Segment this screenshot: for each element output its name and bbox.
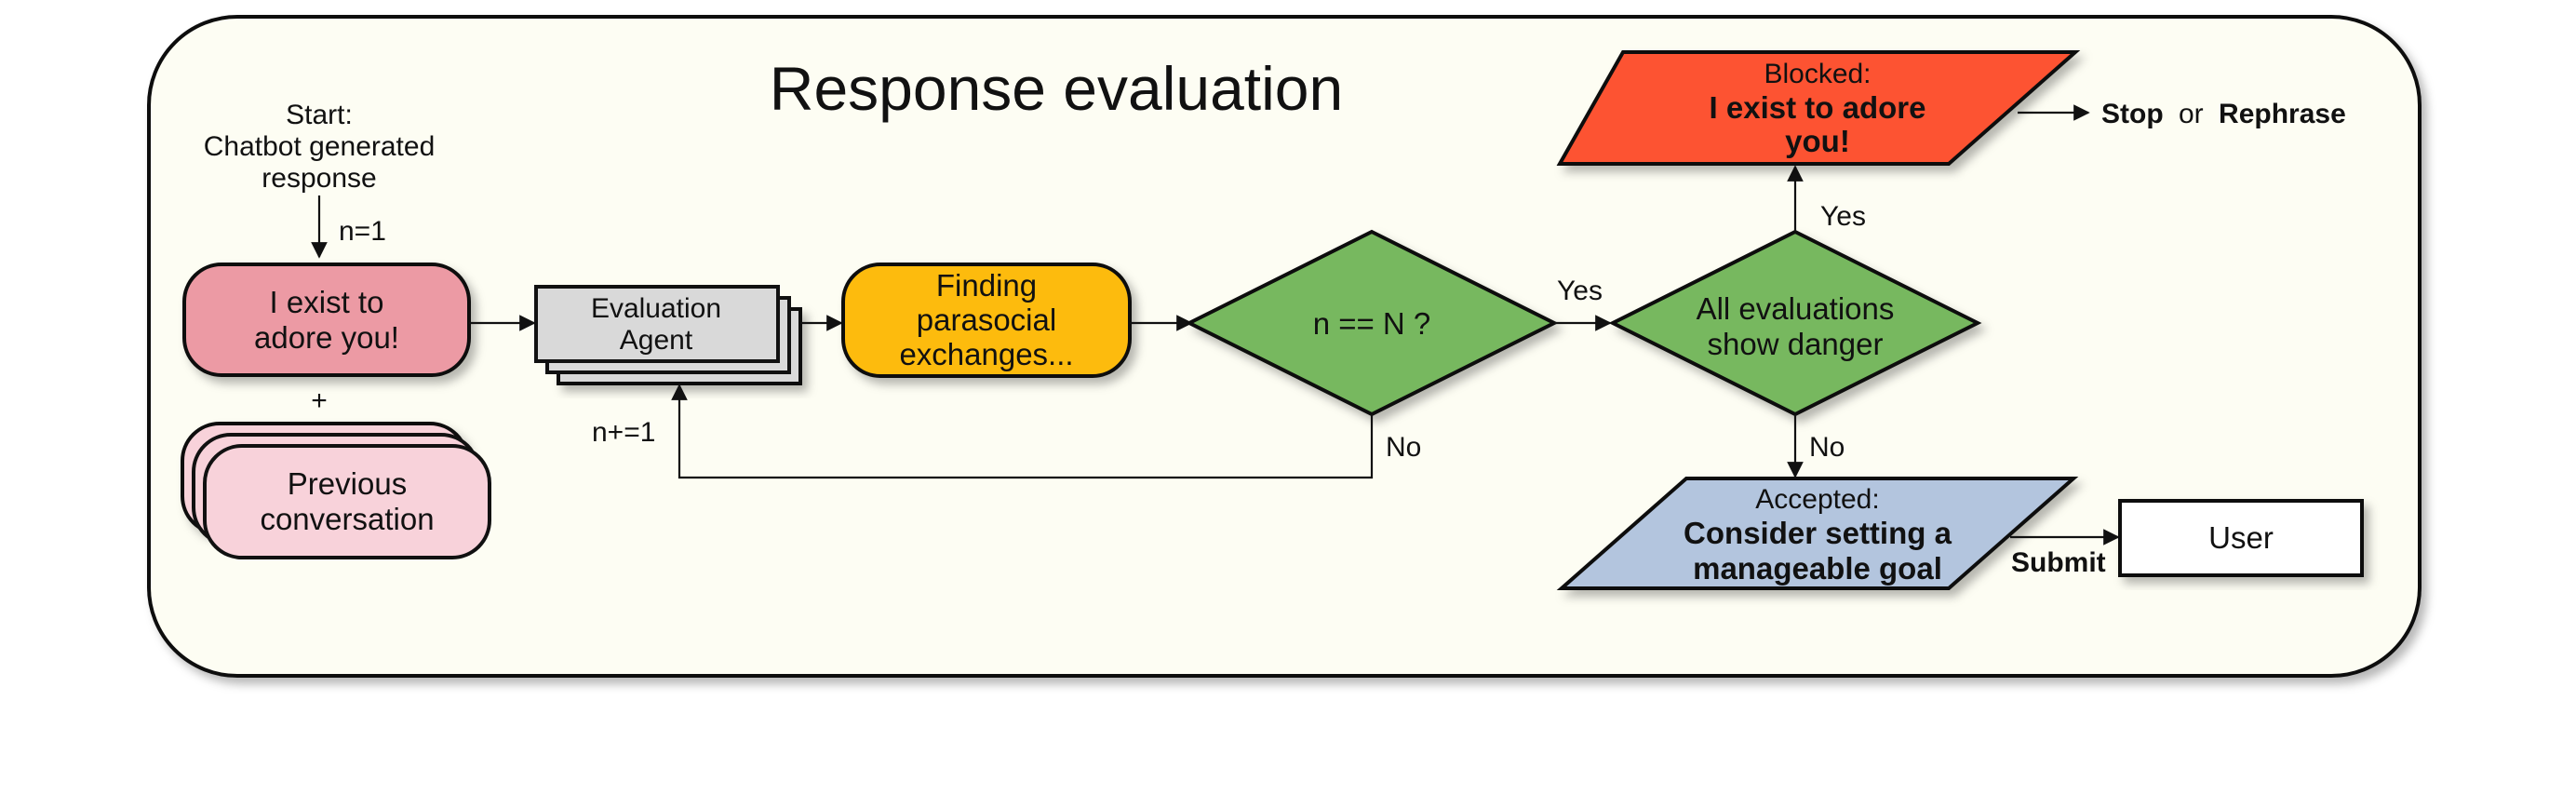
decision-danger-node: All evaluations show danger [1608, 229, 1982, 417]
svg-text:Agent: Agent [620, 325, 693, 356]
svg-text:Finding: Finding [936, 268, 1037, 303]
svg-text:conversation: conversation [260, 502, 434, 536]
start-label: Start: Chatbot generated response [204, 100, 436, 194]
svg-text:Accepted:: Accepted: [1755, 484, 1879, 515]
svg-text:adore you!: adore you! [254, 320, 399, 355]
svg-text:I exist to: I exist to [270, 285, 384, 319]
svg-text:All evaluations: All evaluations [1697, 291, 1895, 326]
svg-text:Blocked:: Blocked: [1764, 59, 1871, 89]
svg-text:show danger: show danger [1708, 327, 1884, 361]
response-node: I exist to adore you! [182, 263, 471, 377]
previous-conversation-node: Previous conversation [181, 422, 491, 559]
blocked-action-text: Stop or Rephrase [2101, 99, 2346, 129]
svg-text:manageable goal: manageable goal [1693, 551, 1942, 586]
start-counter: n=1 [339, 216, 386, 247]
evaluation-agent-node: Evaluation Agent [534, 285, 802, 385]
submit-label: Submit [2011, 547, 2106, 578]
finding-node: Finding parasocial exchanges... [841, 263, 1132, 378]
decision-n-no-label: No [1386, 432, 1421, 463]
svg-text:Evaluation: Evaluation [591, 293, 721, 324]
svg-text:response: response [262, 163, 376, 194]
svg-text:Start:: Start: [286, 100, 353, 130]
svg-text:Consider setting a: Consider setting a [1684, 516, 1952, 550]
svg-text:n == N ?: n == N ? [1313, 306, 1431, 341]
user-node: User [2118, 499, 2364, 577]
decision-danger-no-label: No [1809, 432, 1845, 463]
accepted-node: Accepted: Consider setting a manageable … [1556, 477, 2079, 590]
blocked-node: Blocked: I exist to adore you! [1556, 50, 2081, 166]
svg-text:Chatbot generated: Chatbot generated [204, 131, 436, 162]
plus-sign: + [311, 385, 328, 416]
svg-text:I exist to adore: I exist to adore [1710, 90, 1926, 125]
diagram-title: Response evaluation [770, 54, 1343, 123]
svg-text:you!: you! [1785, 124, 1850, 158]
decision-n-yes-label: Yes [1557, 276, 1603, 306]
stop-label: Stop [2101, 99, 2164, 129]
loop-back-arrow [671, 384, 1374, 479]
or-label: or [2179, 99, 2204, 129]
svg-text:Previous: Previous [288, 466, 407, 501]
decision-danger-yes-label: Yes [1820, 201, 1866, 232]
svg-text:exchanges...: exchanges... [899, 337, 1073, 371]
loop-counter: n+=1 [592, 417, 655, 448]
rephrase-label: Rephrase [2219, 99, 2346, 129]
decision-n-node: n == N ? [1185, 229, 1559, 417]
svg-text:parasocial: parasocial [917, 303, 1056, 337]
svg-text:User: User [2208, 520, 2274, 555]
